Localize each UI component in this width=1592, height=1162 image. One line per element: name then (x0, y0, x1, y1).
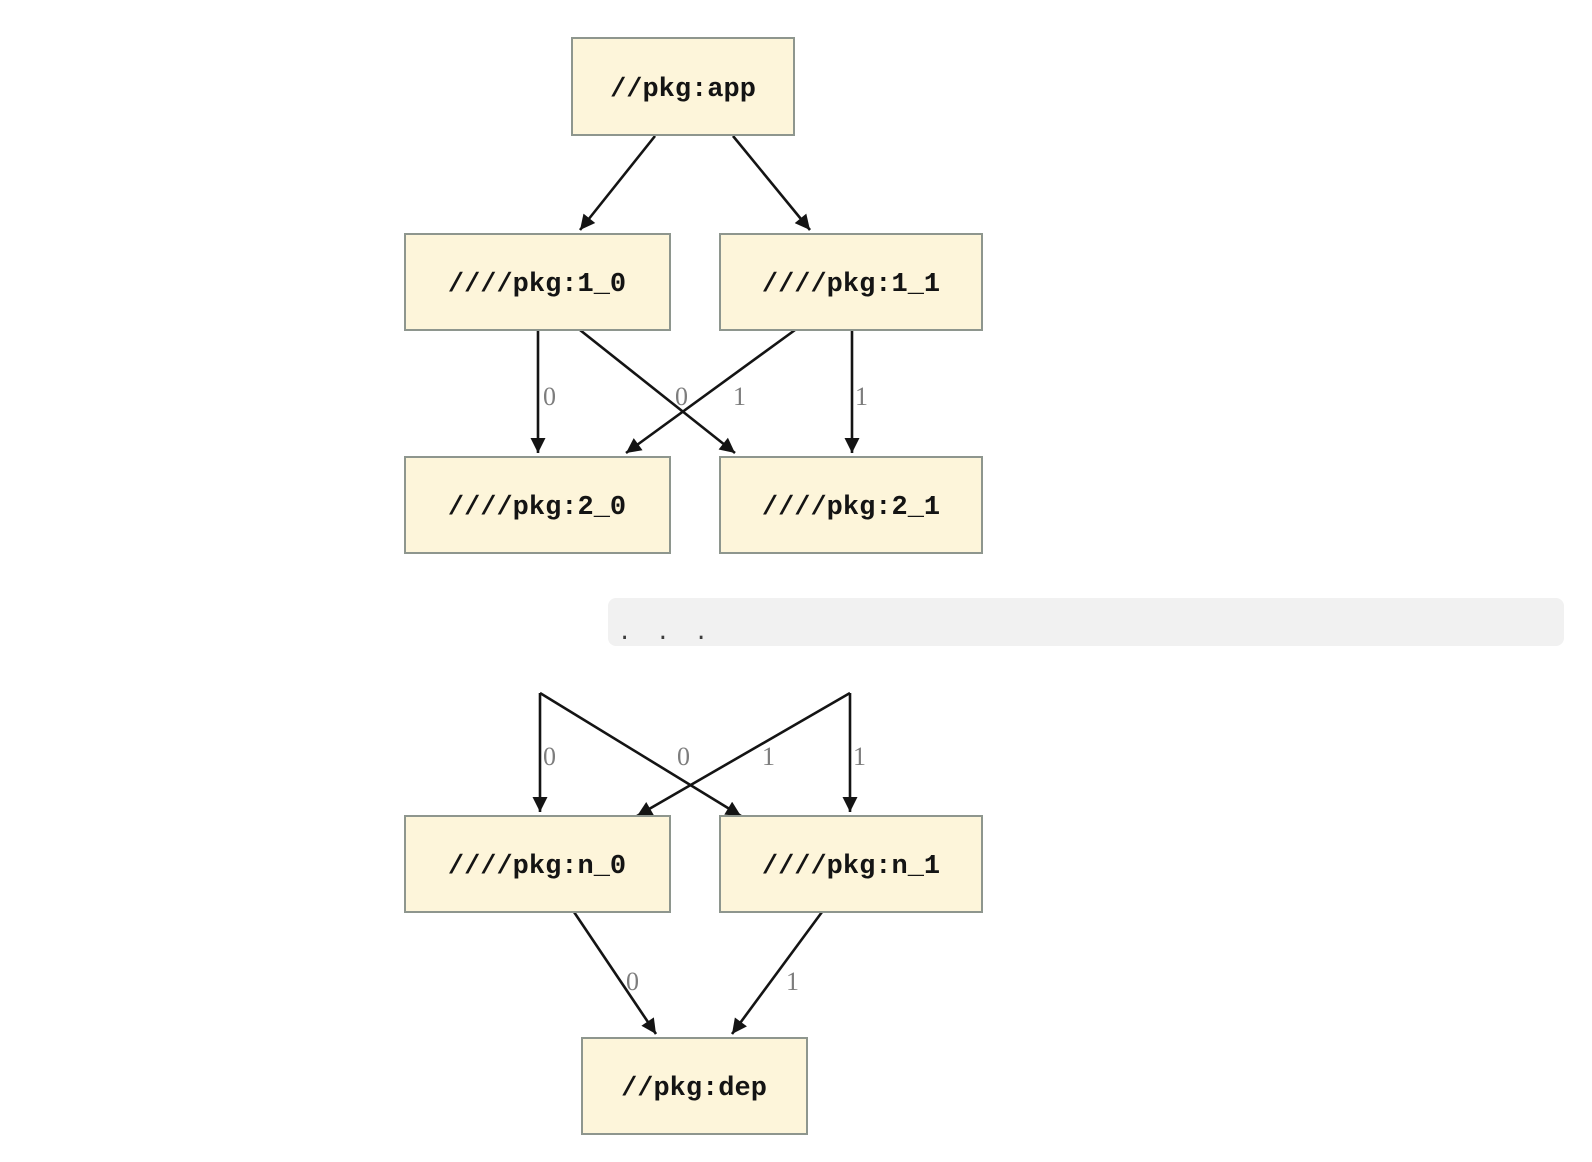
edge-label: 1 (733, 382, 746, 411)
edge-label: 0 (626, 967, 639, 996)
node-app: //pkg:app (571, 37, 795, 136)
node-dep: //pkg:dep (581, 1037, 808, 1135)
node-box (719, 456, 983, 554)
edge-label: 1 (853, 742, 866, 771)
ellipsis-block: ... (608, 598, 1564, 646)
edge-1_1-to-2_0 (625, 328, 796, 455)
node-pkg-n_0: ////pkg:n_0 (404, 815, 671, 913)
edge-label: 0 (543, 742, 556, 771)
edge-label: 0 (543, 382, 556, 411)
node-box (719, 815, 983, 913)
node-label: ////pkg:2_1 (762, 493, 940, 523)
edge-label: 1 (786, 967, 799, 996)
node-label: ////pkg:1_1 (762, 270, 940, 300)
edge-app-to-1_1 (731, 135, 812, 231)
node-label: ////pkg:n_0 (448, 852, 626, 882)
edge-dots-to-n_0-cross (636, 691, 851, 818)
node-box (404, 233, 671, 331)
node-pkg-2_1: ////pkg:2_1 (719, 456, 983, 554)
ellipsis-background (608, 598, 1564, 646)
node-box (404, 815, 671, 913)
node-pkg-1_0: ////pkg:1_0 (404, 233, 671, 331)
edge-app-to-1_0 (578, 135, 657, 231)
node-pkg-1_1: ////pkg:1_1 (719, 233, 983, 331)
node-box (571, 37, 795, 136)
node-label: ////pkg:1_0 (448, 270, 626, 300)
top-graph-edges: 0 0 1 1 (530, 135, 868, 455)
node-pkg-2_0: ////pkg:2_0 (404, 456, 671, 554)
node-box (404, 456, 671, 554)
node-label: //pkg:app (610, 75, 756, 105)
node-pkg-n_1: ////pkg:n_1 (719, 815, 983, 913)
edge-dots-to-n_1-cross (539, 691, 742, 818)
node-box (581, 1037, 808, 1135)
node-box (719, 233, 983, 331)
edge-label: 0 (675, 382, 688, 411)
edge-label: 0 (677, 742, 690, 771)
node-label: ////pkg:2_0 (448, 493, 626, 523)
node-label: //pkg:dep (621, 1074, 767, 1104)
node-label: ////pkg:n_1 (762, 852, 940, 882)
ellipsis-text: ... (618, 620, 733, 645)
edge-n_1-to-dep (730, 911, 824, 1035)
bottom-graph-edges: 0 0 1 1 0 1 (532, 691, 866, 1035)
edge-1_0-to-2_1 (579, 328, 736, 455)
edge-n_0-to-dep (572, 911, 658, 1035)
edge-label: 1 (855, 382, 868, 411)
edge-label: 1 (762, 742, 775, 771)
